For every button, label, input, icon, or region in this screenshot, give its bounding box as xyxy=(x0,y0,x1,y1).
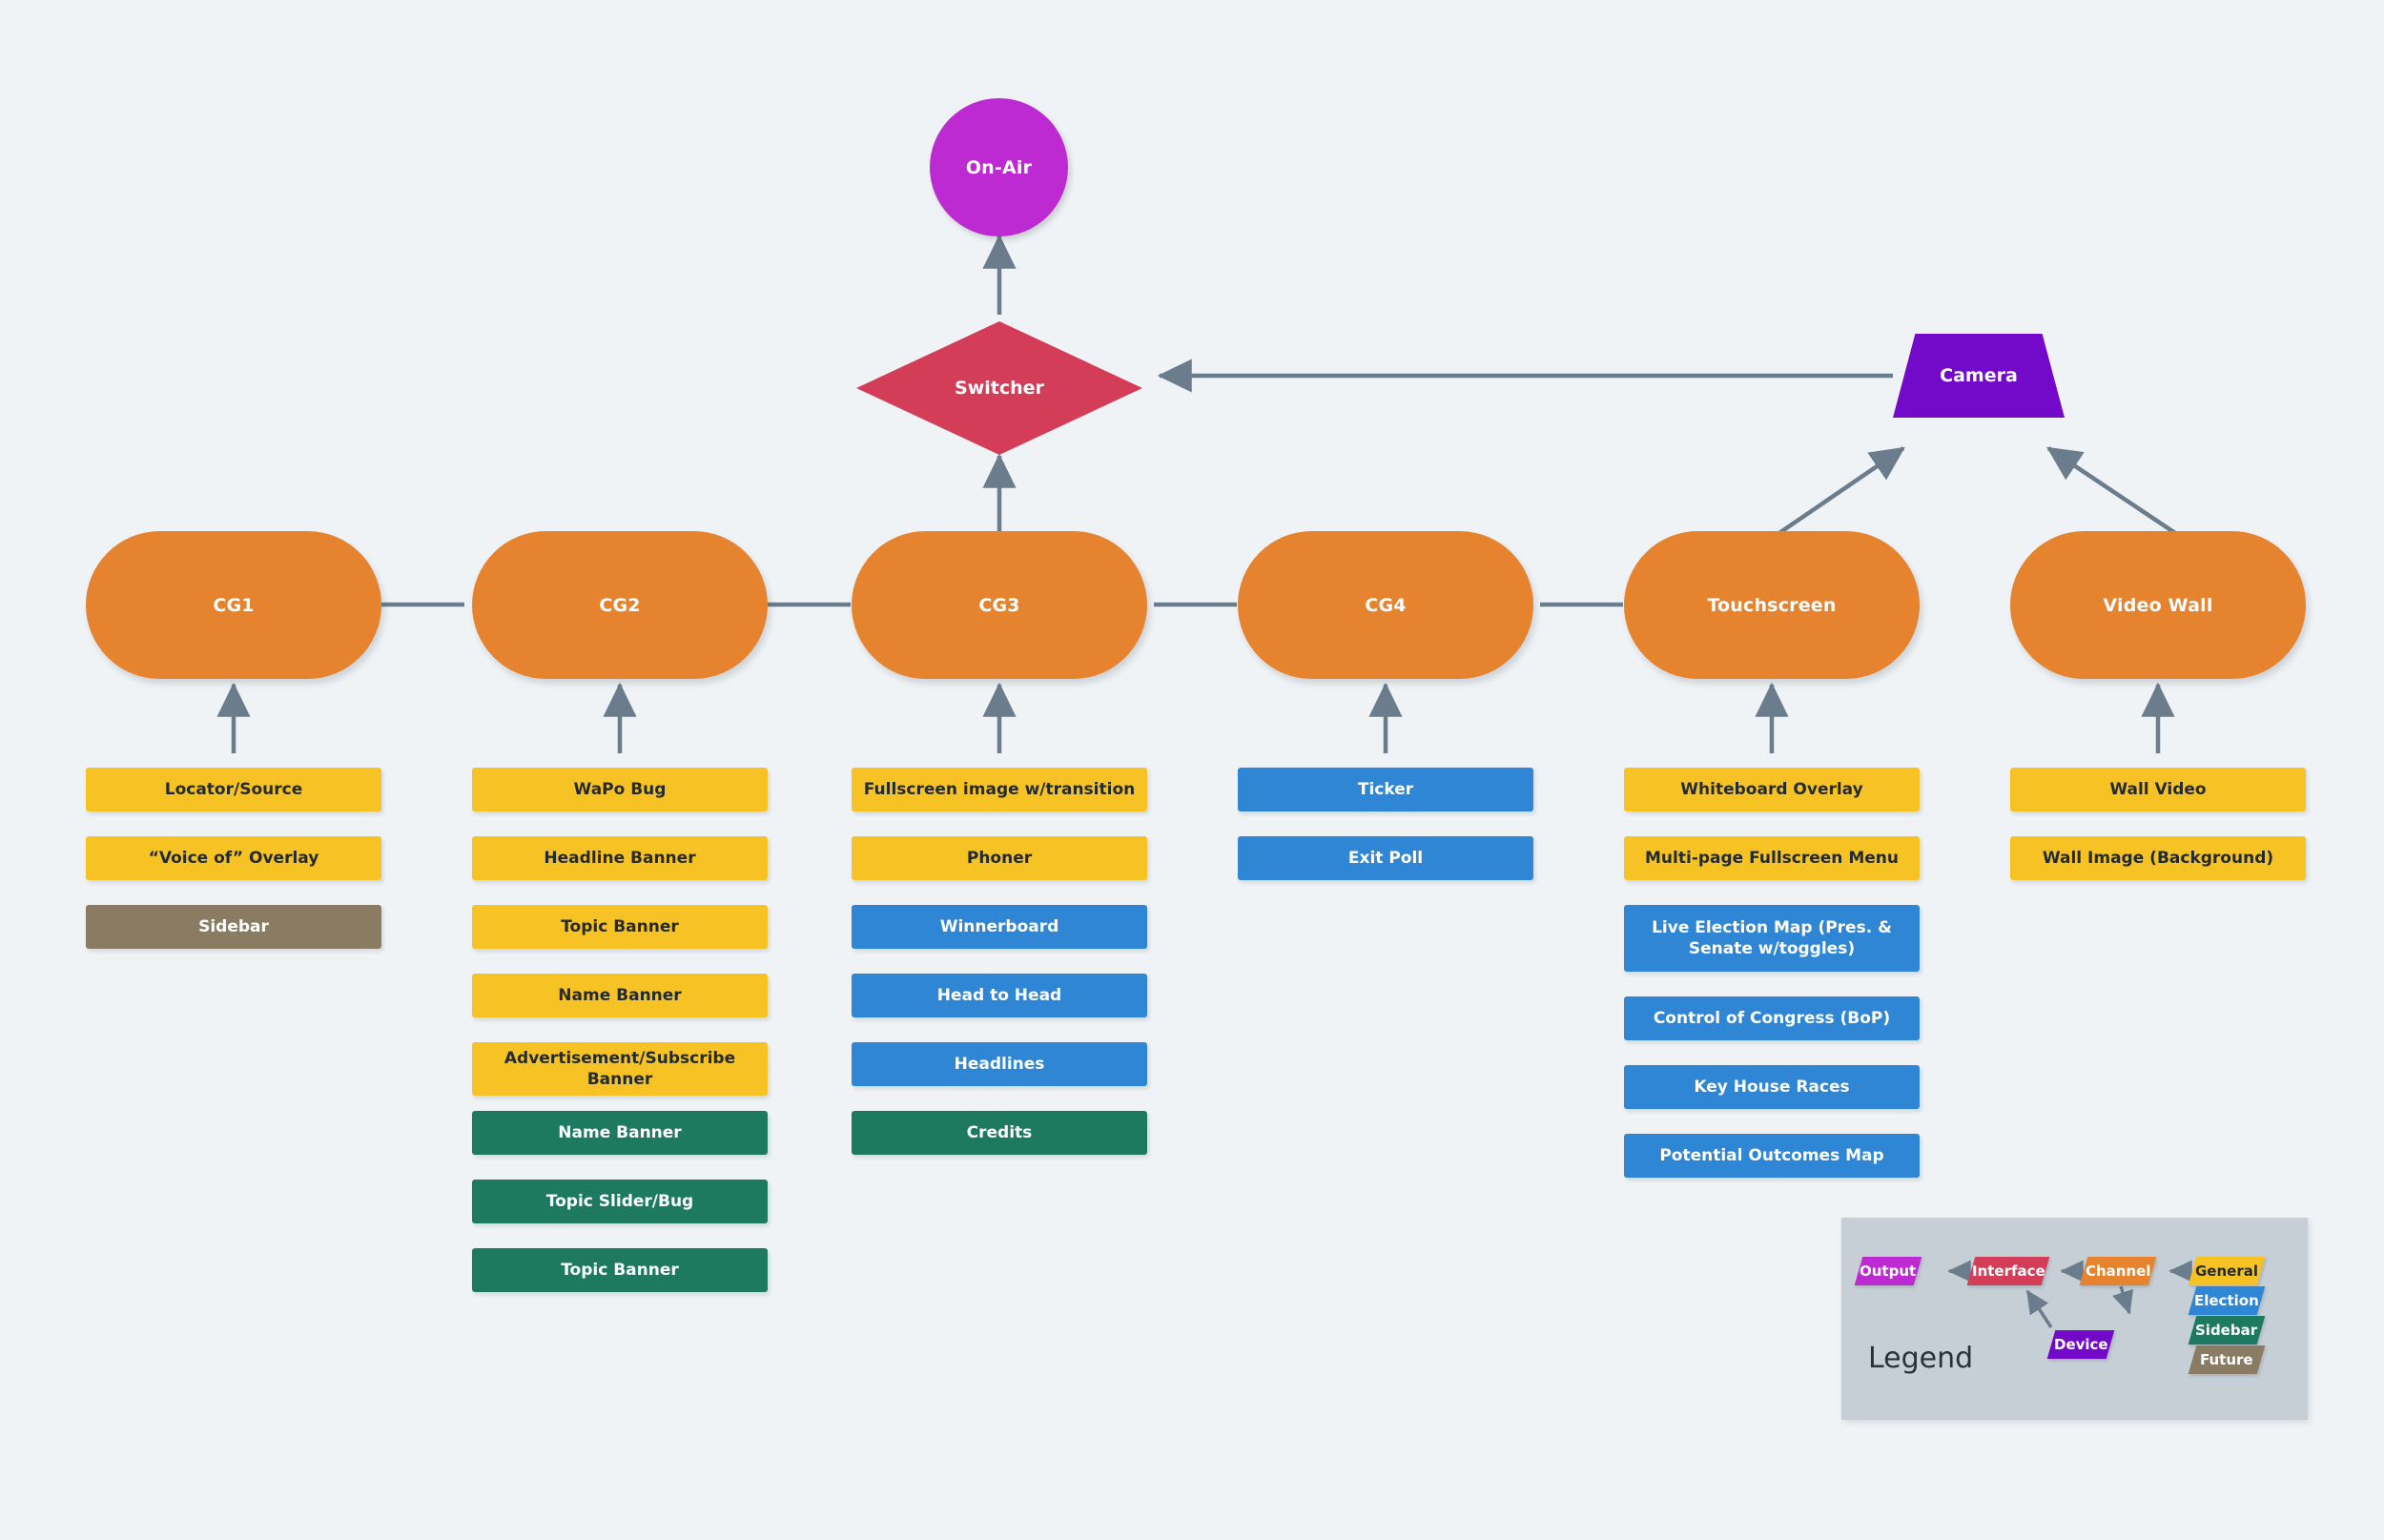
legend-item-sidebar-label: Sidebar xyxy=(2195,1322,2258,1339)
node-cg3[interactable]: CG3 xyxy=(852,531,1147,679)
legend-item-election-label: Election xyxy=(2194,1292,2259,1309)
item-touchscreen-2[interactable]: Live Election Map (Pres. & Senate w/togg… xyxy=(1624,905,1920,972)
item-touchscreen-3[interactable]: Control of Congress (BoP) xyxy=(1624,996,1920,1040)
item-cg1-0[interactable]: Locator/Source xyxy=(86,768,381,811)
item-label: Potential Outcomes Map xyxy=(1659,1145,1884,1165)
item-label: Live Election Map (Pres. & Senate w/togg… xyxy=(1652,917,1892,958)
node-switcher-label: Switcher xyxy=(955,378,1044,399)
item-label: Topic Slider/Bug xyxy=(545,1191,694,1211)
item-label: Exit Poll xyxy=(1347,848,1424,868)
legend-item-general: General xyxy=(2188,1257,2266,1285)
item-label: Phoner xyxy=(966,848,1033,868)
item-touchscreen-0[interactable]: Whiteboard Overlay xyxy=(1624,768,1920,811)
item-label: Whiteboard Overlay xyxy=(1680,779,1863,799)
node-cg2[interactable]: CG2 xyxy=(472,531,768,679)
node-touchscreen-label: Touchscreen xyxy=(1707,594,1837,616)
legend-item-output-label: Output xyxy=(1860,1263,1917,1280)
item-label: Sidebar xyxy=(198,916,269,936)
item-label: Head to Head xyxy=(936,985,1062,1005)
legend-item-channel-label: Channel xyxy=(2085,1263,2151,1280)
item-touchscreen-1[interactable]: Multi-page Fullscreen Menu xyxy=(1624,836,1920,880)
node-cg1[interactable]: CG1 xyxy=(86,531,381,679)
node-cg1-label: CG1 xyxy=(213,594,255,616)
item-label: Headline Banner xyxy=(544,848,696,868)
legend-item-device: Device xyxy=(2046,1330,2115,1359)
item-label: Winnerboard xyxy=(939,916,1059,936)
item-label: Multi-page Fullscreen Menu xyxy=(1645,848,1899,868)
item-label: Ticker xyxy=(1357,779,1414,799)
item-cg2-0[interactable]: WaPo Bug xyxy=(472,768,768,811)
legend-item-future: Future xyxy=(2188,1345,2266,1374)
item-label: Headlines xyxy=(954,1054,1045,1074)
node-videowall-label: Video Wall xyxy=(2103,594,2213,616)
node-videowall[interactable]: Video Wall xyxy=(2010,531,2306,679)
node-on-air-label: On-Air xyxy=(965,156,1033,178)
node-camera-label: Camera xyxy=(1940,365,2018,386)
legend-title: Legend xyxy=(1868,1342,1974,1375)
node-cg4-label: CG4 xyxy=(1365,594,1407,616)
item-cg1-2[interactable]: Sidebar xyxy=(86,905,381,949)
item-cg3-1[interactable]: Phoner xyxy=(852,836,1147,880)
item-touchscreen-5[interactable]: Potential Outcomes Map xyxy=(1624,1134,1920,1178)
item-label: Name Banner xyxy=(558,1122,682,1142)
item-cg2-7[interactable]: Topic Banner xyxy=(472,1248,768,1292)
legend-item-interface-label: Interface xyxy=(1971,1263,2045,1280)
item-label: WaPo Bug xyxy=(573,779,667,799)
legend-item-output: Output xyxy=(1854,1257,1922,1285)
item-cg2-3[interactable]: Name Banner xyxy=(472,974,768,1017)
item-label: Control of Congress (BoP) xyxy=(1653,1008,1891,1028)
item-cg2-6[interactable]: Topic Slider/Bug xyxy=(472,1180,768,1223)
item-cg1-1[interactable]: “Voice of” Overlay xyxy=(86,836,381,880)
node-switcher[interactable]: Switcher xyxy=(856,321,1142,455)
item-videowall-1[interactable]: Wall Image (Background) xyxy=(2010,836,2306,880)
node-camera[interactable]: Camera xyxy=(1893,334,2065,418)
item-label: Wall Video xyxy=(2109,779,2207,799)
item-cg2-5[interactable]: Name Banner xyxy=(472,1111,768,1155)
item-label: Locator/Source xyxy=(164,779,303,799)
item-cg2-4[interactable]: Advertisement/Subscribe Banner xyxy=(472,1042,768,1097)
camera-trapezoid-shape xyxy=(1893,334,2065,418)
item-cg3-3[interactable]: Head to Head xyxy=(852,974,1147,1017)
item-cg4-1[interactable]: Exit Poll xyxy=(1238,836,1533,880)
item-label: Fullscreen image w/transition xyxy=(863,779,1136,799)
node-cg3-label: CG3 xyxy=(978,594,1020,616)
item-videowall-0[interactable]: Wall Video xyxy=(2010,768,2306,811)
item-label: Name Banner xyxy=(558,985,682,1005)
legend-edge-device-interface xyxy=(2025,1289,2053,1328)
legend-item-general-label: General xyxy=(2195,1263,2258,1280)
item-label: Wall Image (Background) xyxy=(2042,848,2274,868)
legend-item-election: Election xyxy=(2188,1286,2266,1315)
item-label: Topic Banner xyxy=(561,1260,679,1280)
item-cg4-0[interactable]: Ticker xyxy=(1238,768,1533,811)
node-on-air[interactable]: On-Air xyxy=(930,98,1068,236)
item-cg3-4[interactable]: Headlines xyxy=(852,1042,1147,1086)
item-cg2-1[interactable]: Headline Banner xyxy=(472,836,768,880)
item-cg2-2[interactable]: Topic Banner xyxy=(472,905,768,949)
legend-panel: Output Interface Channel Device General … xyxy=(1841,1218,2308,1420)
item-label: Credits xyxy=(966,1122,1033,1142)
legend-item-interface: Interface xyxy=(1966,1257,2050,1285)
legend-edge-channel-device xyxy=(2112,1285,2134,1315)
item-touchscreen-4[interactable]: Key House Races xyxy=(1624,1065,1920,1109)
legend-item-channel: Channel xyxy=(2079,1257,2157,1285)
edge-videowall-camera xyxy=(2046,446,2183,539)
legend-item-device-label: Device xyxy=(2053,1336,2108,1353)
item-cg3-2[interactable]: Winnerboard xyxy=(852,905,1147,949)
node-cg4[interactable]: CG4 xyxy=(1238,531,1533,679)
legend-item-future-label: Future xyxy=(2200,1351,2253,1368)
item-label: Topic Banner xyxy=(561,916,679,936)
item-label: Advertisement/Subscribe Banner xyxy=(504,1049,736,1090)
item-cg3-0[interactable]: Fullscreen image w/transition xyxy=(852,768,1147,811)
item-label: Key House Races xyxy=(1694,1077,1850,1097)
item-label: “Voice of” Overlay xyxy=(148,848,319,868)
item-cg3-5[interactable]: Credits xyxy=(852,1111,1147,1155)
edge-touchscreen-camera xyxy=(1772,446,1905,539)
legend-item-sidebar: Sidebar xyxy=(2188,1316,2266,1345)
node-touchscreen[interactable]: Touchscreen xyxy=(1624,531,1920,679)
node-cg2-label: CG2 xyxy=(599,594,641,616)
